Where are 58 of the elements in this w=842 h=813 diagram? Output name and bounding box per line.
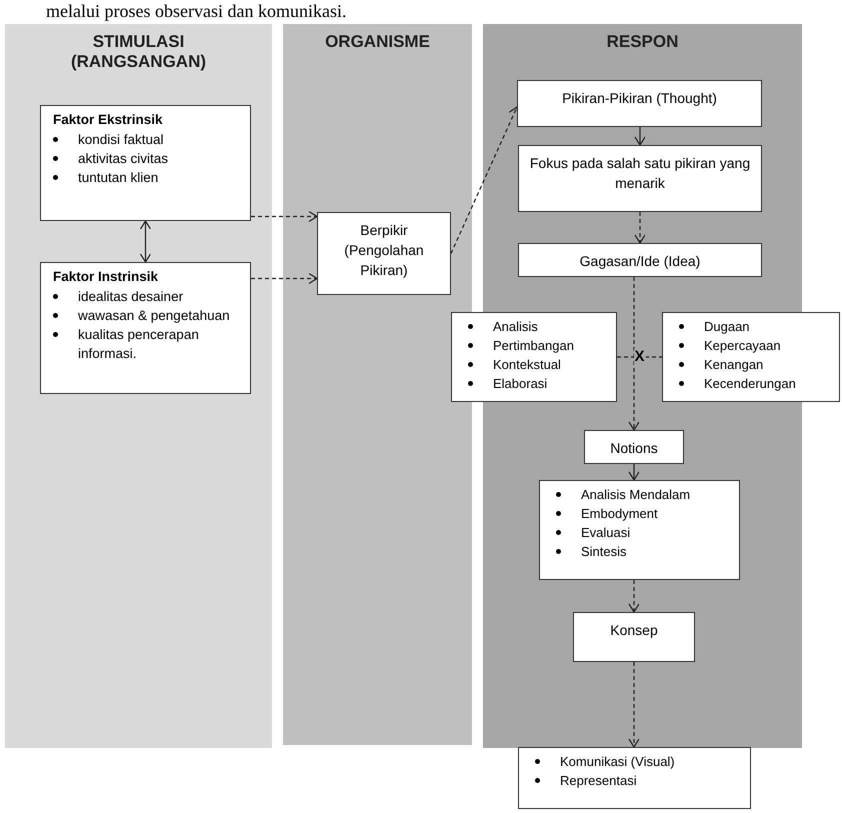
column-heading: STIMULASI (RANGSANGAN) xyxy=(70,32,208,72)
arrow xyxy=(251,272,318,284)
list-item: Kecenderungan xyxy=(704,375,796,393)
list-item: Analisis Mendalam xyxy=(581,486,690,504)
list-item: Pertimbangan xyxy=(493,337,574,355)
arrow xyxy=(628,580,640,613)
arrow xyxy=(634,212,646,244)
list-item: Sintesis xyxy=(581,543,627,561)
arrow xyxy=(628,662,640,748)
text-box xyxy=(517,80,762,127)
arrow xyxy=(634,127,646,146)
box-text: Pikiran-Pikiran (Thought) xyxy=(561,89,718,108)
text-box xyxy=(662,312,840,402)
text-box xyxy=(518,747,751,809)
list-item: idealitas desainer xyxy=(78,288,184,306)
list-item: Dugaan xyxy=(704,318,750,336)
text-box xyxy=(518,145,762,212)
box-heading: Faktor Ekstrinsik xyxy=(53,111,164,129)
box-heading: Faktor Instrinsik xyxy=(53,268,160,286)
list-item: Kontekstual xyxy=(493,356,561,374)
list-item: Kepercayaan xyxy=(704,337,781,355)
column-heading: ORGANISME xyxy=(324,32,431,52)
box-text: Berpikir (Pengolahan Pikiran) xyxy=(343,221,425,280)
list-item: wawasan & pengetahuan xyxy=(78,307,230,325)
arrow xyxy=(140,220,152,263)
arrow xyxy=(450,106,519,254)
text-box xyxy=(40,262,251,394)
arrow xyxy=(251,210,318,222)
box-text: Konsep xyxy=(609,621,659,640)
list-item: Komunikasi (Visual) xyxy=(560,753,675,771)
text-box xyxy=(317,212,451,295)
text-box xyxy=(584,430,684,464)
list-item: aktivitas civitas xyxy=(78,150,168,168)
box-text: Notions xyxy=(609,439,659,458)
list-item: Analisis xyxy=(493,318,538,336)
text-box xyxy=(539,480,740,580)
list-item: Evaluasi xyxy=(581,524,630,542)
list-item: Embodyment xyxy=(581,505,658,523)
text-box xyxy=(518,243,762,277)
note-text: melalui proses observasi dan komunikasi. xyxy=(46,0,346,22)
text-box xyxy=(573,612,695,662)
column-band xyxy=(283,24,472,745)
text-box xyxy=(40,105,251,221)
column-band xyxy=(5,24,272,748)
list-item: Elaborasi xyxy=(493,375,548,393)
list-item: kondisi faktual xyxy=(78,131,164,149)
text-box xyxy=(451,312,617,402)
arrow xyxy=(628,277,640,431)
list-item: kualitas pencerapan informasi. xyxy=(78,326,200,363)
edge-label: X xyxy=(634,349,646,365)
box-text: Gagasan/Ide (Idea) xyxy=(578,252,702,271)
box-text: Fokus pada salah satu pikiran yang menarik xyxy=(528,154,752,193)
list-item: Kenangan xyxy=(704,356,764,374)
list-item: tuntutan klien xyxy=(78,169,158,187)
column-band xyxy=(483,24,802,748)
column-heading: RESPON xyxy=(606,32,680,52)
list-item: Representasi xyxy=(560,772,637,790)
arrow xyxy=(628,464,640,481)
